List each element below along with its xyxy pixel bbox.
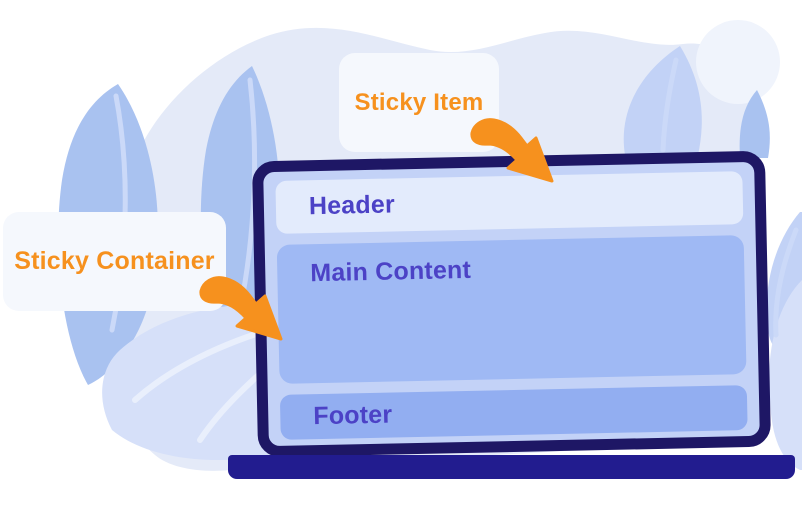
leaf-illustration-top-right <box>623 46 702 155</box>
header-label: Header <box>308 190 396 221</box>
sticky-item-card: Sticky Item <box>339 53 499 152</box>
header-bar: Header <box>275 171 744 234</box>
sticky-container-label: Sticky Container <box>14 247 215 275</box>
laptop-base <box>228 455 795 479</box>
footer-label: Footer <box>313 400 393 431</box>
sticky-container-card: Sticky Container <box>3 212 226 311</box>
leaf-illustration-right-small <box>739 90 770 158</box>
sticky-item-label: Sticky Item <box>354 88 484 116</box>
leaf-illustration-right <box>766 212 802 470</box>
background-blob-highlight <box>696 20 780 104</box>
footer-bar: Footer <box>279 385 748 440</box>
main-content-panel: Main Content <box>276 235 747 384</box>
main-content-label: Main Content <box>310 255 472 288</box>
laptop-screen: Header Main Content Footer <box>251 150 772 458</box>
